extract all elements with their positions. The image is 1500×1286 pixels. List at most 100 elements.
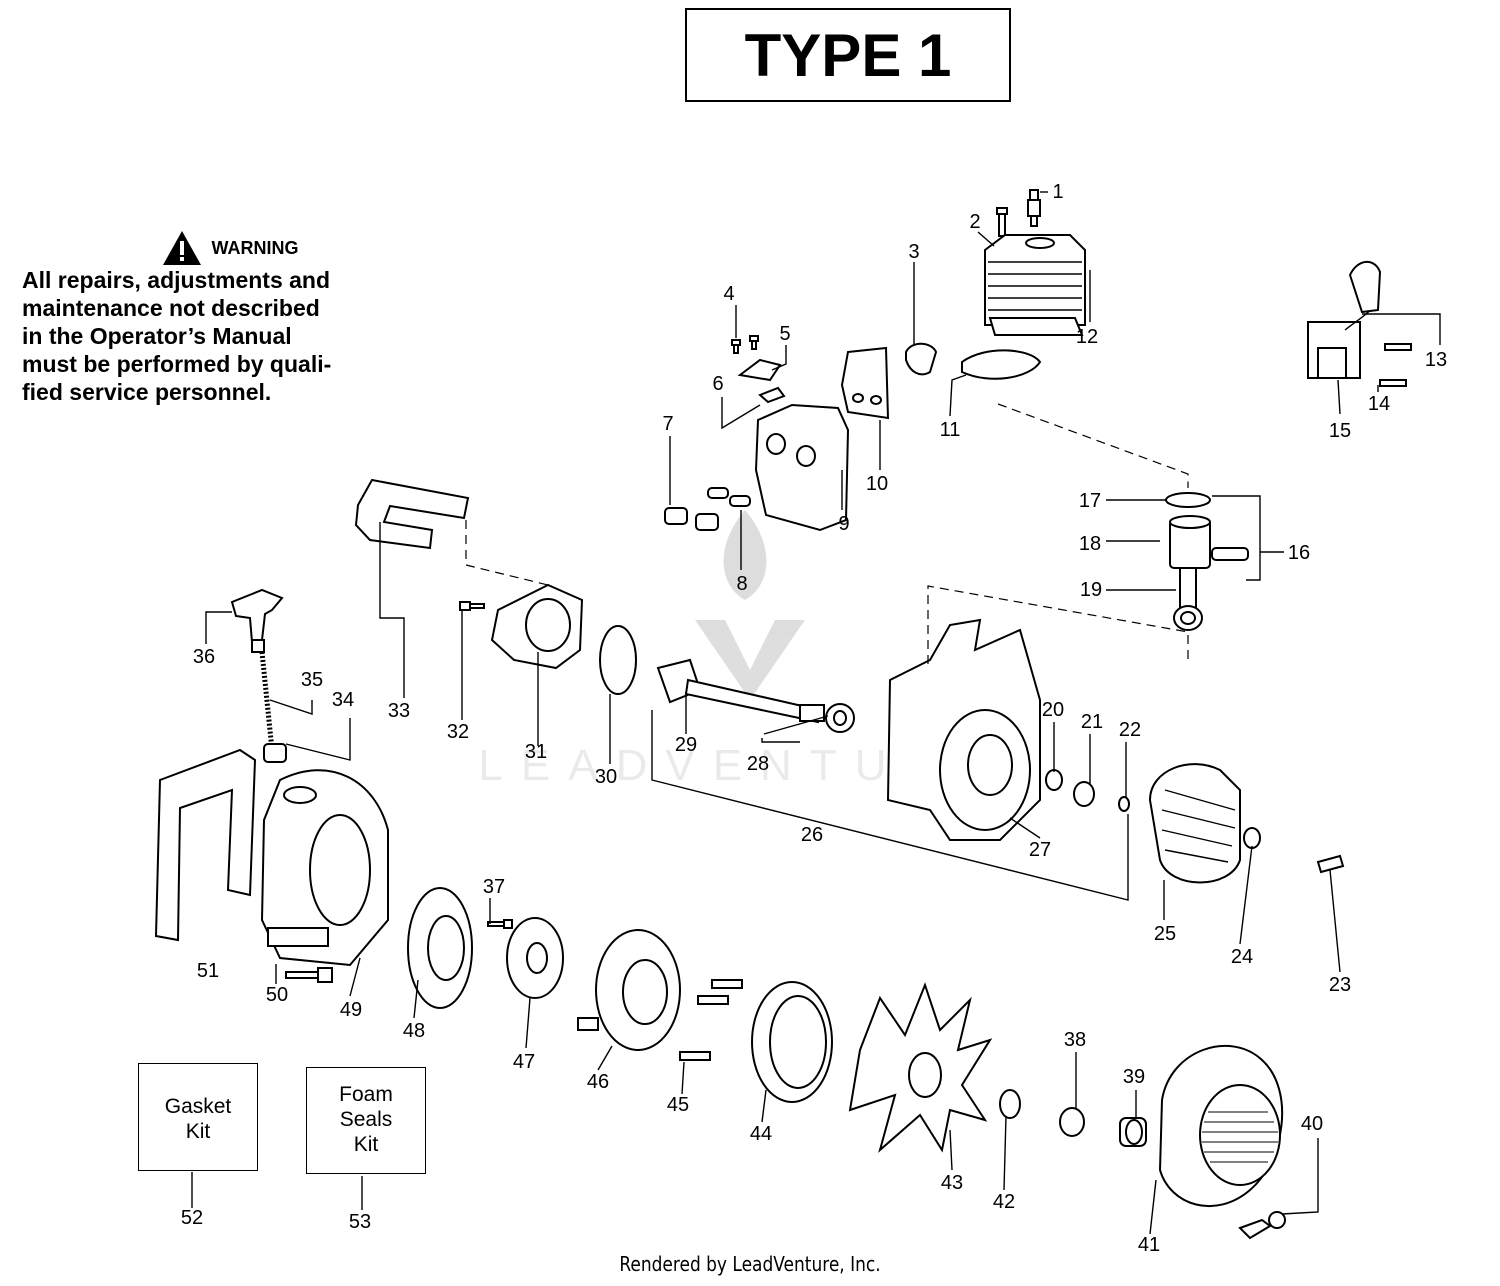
part-crankshaft (656, 658, 825, 724)
warning-line: fied service personnel. (22, 379, 272, 405)
callout-8: 8 (736, 573, 747, 595)
kit-label-line: Foam (339, 1083, 393, 1106)
kit-label-line: Kit (353, 1133, 379, 1156)
part-clip-22 (1118, 796, 1130, 812)
callout-1: 1 (1052, 181, 1063, 203)
footer-credit: Rendered by LeadVenture, Inc. (619, 1252, 881, 1276)
callout-34: 34 (332, 689, 354, 711)
part-piston-assembly (1165, 492, 1249, 631)
callout-43: 43 (941, 1172, 963, 1194)
part-intake-boot (905, 342, 938, 376)
part-muffler-bolts (664, 487, 751, 531)
part-spacer-39 (1119, 1117, 1147, 1147)
part-screw-32 (459, 601, 485, 611)
callout-42: 42 (993, 1191, 1015, 1213)
callout-45: 45 (667, 1094, 689, 1116)
callout-41: 41 (1138, 1234, 1160, 1256)
gasket-kit-box: Gasket Kit (138, 1063, 258, 1171)
callout-26: 26 (801, 824, 823, 846)
part-screws-45 (679, 979, 743, 1061)
part-impeller-ring (751, 981, 833, 1103)
callout-36: 36 (193, 646, 215, 668)
part-impeller (848, 982, 993, 1153)
callout-30: 30 (595, 766, 617, 788)
kit-label-line: Kit (185, 1120, 211, 1143)
callout-6: 6 (712, 373, 723, 395)
callout-16: 16 (1288, 542, 1310, 564)
callout-22: 22 (1119, 719, 1141, 741)
part-spring-clip (1238, 1211, 1286, 1240)
callout-53: 53 (348, 1211, 372, 1233)
callout-40: 40 (1301, 1113, 1323, 1135)
part-starter-handle (230, 588, 284, 653)
callout-14: 14 (1368, 393, 1390, 415)
callout-9: 9 (838, 513, 849, 535)
part-cylinder (984, 234, 1086, 336)
callout-29: 29 (675, 734, 697, 756)
callout-4: 4 (723, 283, 734, 305)
part-muffler-screws (731, 335, 786, 404)
part-flywheel-nut (1243, 827, 1261, 849)
kit-label-line: Seals (339, 1108, 393, 1131)
callout-44: 44 (750, 1123, 772, 1145)
callout-13: 13 (1425, 349, 1447, 371)
warning-notice: WARNING All repairs, adjustments and mai… (22, 228, 368, 406)
callout-25: 25 (1154, 923, 1176, 945)
callout-7: 7 (662, 413, 673, 435)
part-ignition-module (1307, 260, 1412, 387)
callout-50: 50 (266, 984, 288, 1006)
callout-10: 10 (866, 473, 888, 495)
part-bearing-21 (1073, 781, 1095, 807)
warning-line: must be performed by quali- (22, 351, 332, 377)
part-starter-rope (259, 651, 275, 751)
warning-body: All repairs, adjustments and maintenance… (22, 266, 368, 406)
callout-numbers: 1 2 3 4 5 6 7 8 9 10 11 12 13 14 15 16 1… (193, 181, 1447, 1256)
callout-2: 2 (969, 211, 980, 233)
warning-header: WARNING (92, 228, 368, 268)
callout-19: 19 (1080, 579, 1102, 601)
callout-48: 48 (403, 1020, 425, 1042)
warning-heading: WARNING (211, 237, 299, 258)
callout-31: 31 (525, 741, 547, 763)
page-title: TYPE 1 (685, 8, 1011, 102)
callout-28: 28 (747, 753, 769, 775)
callout-51: 51 (197, 960, 219, 982)
callout-37: 37 (483, 876, 505, 898)
callout-46: 46 (587, 1071, 609, 1093)
callout-23: 23 (1329, 974, 1351, 996)
part-flywheel (1148, 763, 1241, 884)
part-cylinder-gasket (961, 349, 1042, 380)
part-nut-38 (1059, 1107, 1085, 1137)
part-spark-plug (1027, 189, 1041, 227)
callout-38: 38 (1064, 1029, 1086, 1051)
part-intake-cover (1158, 1044, 1284, 1207)
part-screw-37 (487, 919, 513, 929)
part-crankcase-half (490, 583, 584, 670)
part-starter-pulley (407, 887, 473, 1009)
watermark-logo (695, 510, 805, 700)
foam-seals-kit-box: Foam Seals Kit (306, 1067, 426, 1174)
part-starter-housing (577, 929, 681, 1051)
leader-lines (191, 191, 1441, 1235)
part-screw-50 (285, 967, 333, 983)
kit-label-line: Gasket (164, 1095, 232, 1118)
warning-line: in the Operator’s Manual (22, 323, 292, 349)
callout-20: 20 (1042, 699, 1064, 721)
part-foam-seal-lower (154, 748, 257, 942)
part-washer-47 (506, 917, 564, 999)
callout-12: 12 (1076, 326, 1098, 348)
part-foam-seal-upper (354, 478, 470, 550)
callout-52: 52 (180, 1207, 204, 1229)
part-cylinder-screw (996, 207, 1008, 237)
part-muffler (754, 403, 850, 532)
part-pin-23 (1316, 854, 1345, 874)
callout-17: 17 (1079, 490, 1101, 512)
part-muffler-gasket (840, 346, 890, 420)
part-bearing-20 (1045, 769, 1063, 791)
callout-32: 32 (447, 721, 469, 743)
callout-11: 11 (940, 419, 961, 441)
warning-line: All repairs, adjustments and (22, 267, 331, 293)
part-o-ring (599, 625, 637, 695)
part-blower-housing (260, 769, 389, 967)
